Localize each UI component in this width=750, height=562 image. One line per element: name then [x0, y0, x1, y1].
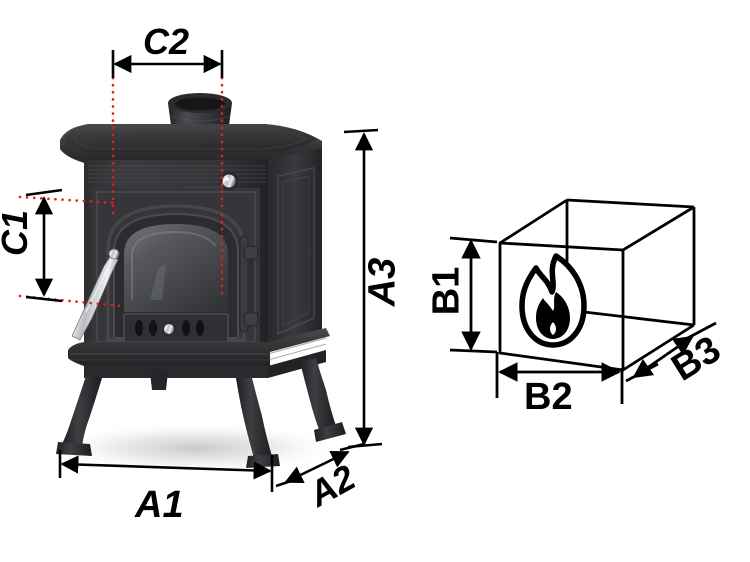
dimension-line-b1 — [449, 236, 498, 354]
dimension-label-b1: B1 — [425, 266, 468, 316]
stove-front — [71, 160, 268, 350]
stove-side-panel — [268, 148, 322, 350]
dimension-label-b2: B2 — [524, 376, 573, 418]
dimension-line-b2 — [495, 352, 624, 404]
dimension-line-a2 — [275, 442, 365, 488]
dimension-line-c1 — [25, 188, 63, 303]
flame-icon — [519, 253, 587, 348]
dimension-label-c1: C1 — [0, 209, 36, 257]
dimension-line-c2 — [111, 50, 224, 78]
stove-base — [68, 328, 330, 390]
dimension-label-a1: A1 — [135, 484, 184, 526]
door-handle — [71, 248, 120, 341]
door-hinge — [239, 235, 259, 333]
dimension-label-a3: A3 — [361, 257, 404, 307]
dimension-line-a1 — [58, 450, 274, 492]
projection-guides — [18, 76, 224, 308]
dimension-label-c2: C2 — [143, 21, 190, 62]
dimension-line-b3 — [625, 321, 717, 383]
stove-top — [60, 124, 322, 164]
